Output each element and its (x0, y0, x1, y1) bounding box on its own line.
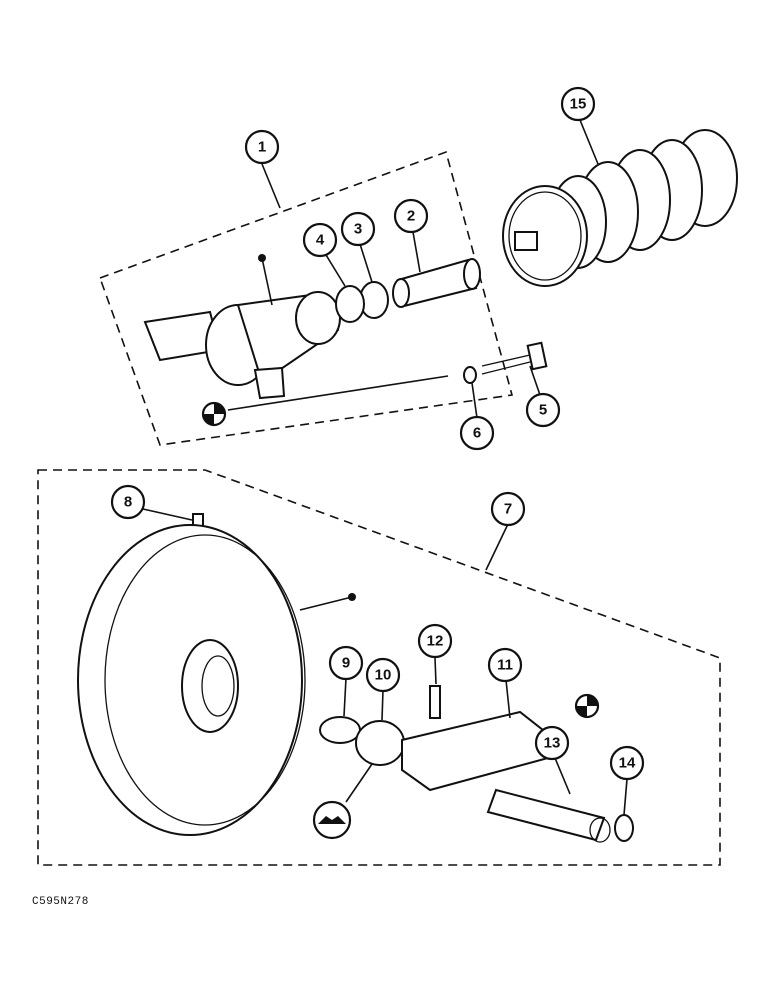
callout-8: 8 (110, 484, 146, 520)
support-block-part (401, 710, 549, 792)
recoil-spring-part (502, 129, 738, 287)
svg-text:11: 11 (497, 657, 513, 674)
callout-12: 12 (417, 623, 453, 659)
callout-13: 13 (534, 725, 570, 761)
callout-11: 11 (487, 647, 523, 683)
drawing-reference-code: C595N278 (32, 896, 89, 908)
callout-2: 2 (393, 198, 429, 234)
callout-14: 14 (609, 745, 645, 781)
callout-3: 3 (340, 211, 376, 247)
sleeve-part (392, 258, 481, 308)
seal-part (355, 720, 405, 766)
svg-text:5: 5 (539, 402, 547, 419)
callout-4: 4 (302, 222, 338, 258)
washer-part (463, 366, 477, 384)
svg-text:12: 12 (427, 633, 444, 650)
assembly-7-boundary (37, 469, 721, 866)
yoke-bracket-part (143, 254, 341, 400)
svg-text:13: 13 (544, 735, 561, 752)
svg-text:4: 4 (316, 232, 325, 249)
svg-text:10: 10 (375, 667, 392, 684)
assembly-1-boundary (98, 150, 514, 446)
idler-wheel-part (77, 524, 356, 836)
callout-1: 1 (244, 129, 280, 165)
roll-pin-part (429, 685, 441, 719)
svg-text:3: 3 (354, 221, 362, 238)
callout-6: 6 (459, 415, 495, 451)
svg-text:9: 9 (342, 655, 350, 672)
svg-text:8: 8 (124, 494, 132, 511)
svg-text:15: 15 (570, 96, 587, 113)
o-ring-part (614, 814, 634, 842)
callout-5: 5 (525, 392, 561, 428)
bolt-part (481, 341, 548, 375)
callout-10: 10 (365, 657, 401, 693)
callout-9: 9 (328, 645, 364, 681)
ring-4-part (335, 285, 365, 323)
callout-15: 15 (560, 86, 596, 122)
seal-install-symbol-icon (312, 800, 352, 840)
svg-text:6: 6 (473, 425, 481, 442)
torque-symbol-icon (201, 401, 227, 427)
svg-text:14: 14 (619, 755, 636, 772)
svg-text:1: 1 (258, 139, 266, 156)
svg-text:2: 2 (407, 208, 415, 225)
callout-7: 7 (490, 491, 526, 527)
bushing-part (319, 716, 361, 744)
shaft-part (486, 788, 611, 843)
svg-text:7: 7 (504, 501, 512, 518)
torque-symbol-icon (574, 693, 600, 719)
